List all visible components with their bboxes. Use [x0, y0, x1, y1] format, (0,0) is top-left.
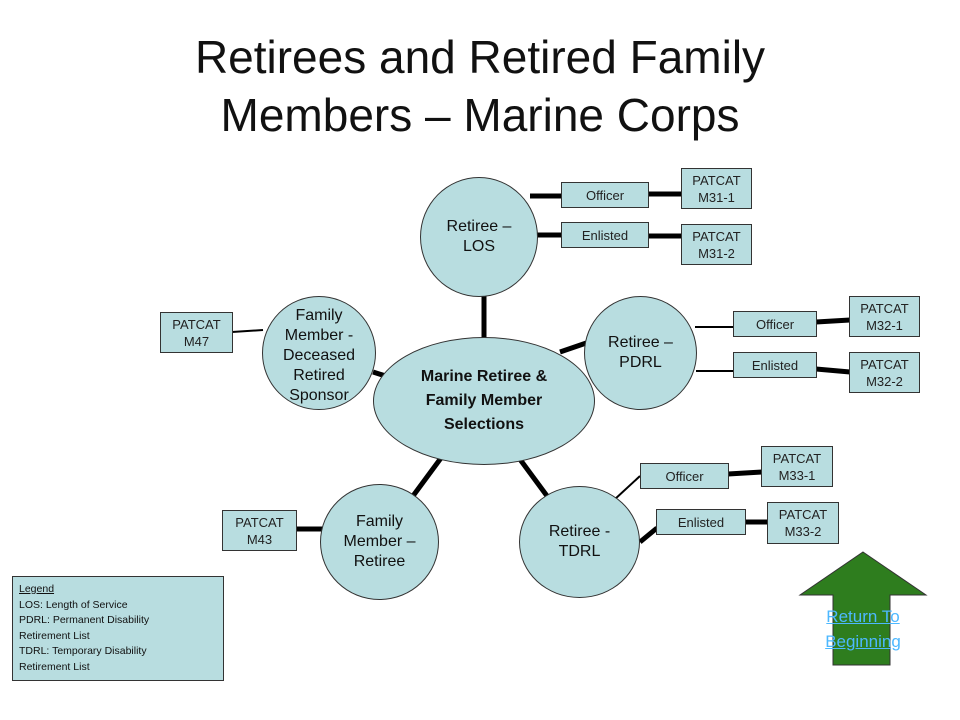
patcat-m31-1-label: PATCAT M31-1 — [692, 172, 741, 205]
los-enlisted-box: Enlisted — [561, 222, 649, 248]
patcat-m31-2-label: PATCAT M31-2 — [692, 228, 741, 261]
los-officer-box: Officer — [561, 182, 649, 208]
patcat-m47-box: PATCAT M47 — [160, 312, 233, 353]
patcat-m33-1-box: PATCAT M33-1 — [761, 446, 833, 487]
return-to-beginning-button[interactable]: Return To Beginning — [798, 595, 928, 663]
patcat-m43-label: PATCAT M43 — [235, 514, 284, 547]
patcat-m47-label: PATCAT M47 — [172, 316, 221, 349]
tdrl-enlisted-box: Enlisted — [656, 509, 746, 535]
legend-item: PDRL: Permanent Disability — [19, 614, 150, 626]
up-arrow-icon[interactable] — [798, 550, 930, 668]
retiree-tdrl-node: Retiree - TDRL — [519, 486, 640, 598]
connector-officer-m33-1 — [727, 469, 763, 477]
legend-heading: Legend — [19, 583, 55, 595]
retiree-tdrl-label: Retiree - TDRL — [548, 523, 611, 560]
connector-enlisted-m32-2 — [815, 366, 851, 375]
retiree-los-label: Retiree – LOS — [446, 218, 512, 255]
family-member-deceased-node: Family Member - Deceased Retired Sponsor — [262, 296, 376, 410]
legend-item: Retirement List — [19, 660, 90, 673]
return-label-line-2[interactable]: Beginning — [825, 632, 901, 651]
legend-box: Legend LOS: Length of Service PDRL: Perm… — [12, 576, 224, 681]
legend-item: LOS: Length of Service — [19, 598, 128, 611]
los-officer-label: Officer — [585, 187, 625, 203]
family-member-deceased-label: Family Member - Deceased Retired Sponsor — [282, 307, 356, 404]
title-line-1: Retirees and Retired Family — [194, 31, 766, 83]
connector-family-deceased-m47 — [231, 329, 264, 333]
patcat-m33-2-box: PATCAT M33-2 — [767, 502, 839, 544]
center-node: Marine Retiree & Family Member Selection… — [373, 337, 595, 465]
center-node-label: Marine Retiree & Family Member Selection… — [420, 368, 548, 433]
connector-center-tdrl — [516, 456, 553, 502]
patcat-m43-box: PATCAT M43 — [222, 510, 297, 551]
los-enlisted-label: Enlisted — [581, 227, 629, 243]
tdrl-officer-label: Officer — [665, 468, 704, 484]
connector-tdrl-enlisted — [638, 526, 659, 544]
title-line-2: Members – Marine Corps — [220, 89, 740, 141]
patcat-m31-1-box: PATCAT M31-1 — [681, 168, 752, 209]
legend-item: Retirement List — [19, 629, 90, 642]
pdrl-enlisted-label: Enlisted — [751, 357, 799, 373]
patcat-m32-2-box: PATCAT M32-2 — [849, 352, 920, 393]
pdrl-officer-label: Officer — [755, 316, 795, 332]
patcat-m31-2-box: PATCAT M31-2 — [681, 224, 752, 265]
family-member-retiree-label: Family Member – Retiree — [343, 513, 416, 570]
family-member-retiree-node: Family Member – Retiree — [320, 484, 439, 600]
patcat-m32-1-box: PATCAT M32-1 — [849, 296, 920, 337]
tdrl-officer-box: Officer — [640, 463, 729, 489]
legend-item: TDRL: Temporary Disability — [19, 645, 147, 657]
retiree-pdrl-label: Retiree – PDRL — [608, 334, 673, 371]
pdrl-officer-box: Officer — [733, 311, 817, 337]
pdrl-enlisted-box: Enlisted — [733, 352, 817, 378]
patcat-m33-1-label: PATCAT M33-1 — [772, 450, 822, 483]
connector-officer-m32-1 — [815, 317, 851, 325]
retiree-pdrl-node: Retiree – PDRL — [584, 296, 697, 410]
page-title: Retirees and Retired Family Members – Ma… — [0, 28, 960, 144]
patcat-m32-1-label: PATCAT M32-1 — [860, 300, 909, 333]
patcat-m33-2-label: PATCAT M33-2 — [778, 507, 828, 539]
return-label-line-1[interactable]: Return To — [826, 607, 900, 626]
connector-tdrl-officer — [613, 475, 641, 501]
connector-center-family-retiree — [407, 456, 444, 502]
tdrl-enlisted-label: Enlisted — [677, 514, 725, 530]
retiree-los-node: Retiree – LOS — [420, 177, 538, 297]
patcat-m32-2-label: PATCAT M32-2 — [860, 356, 909, 389]
